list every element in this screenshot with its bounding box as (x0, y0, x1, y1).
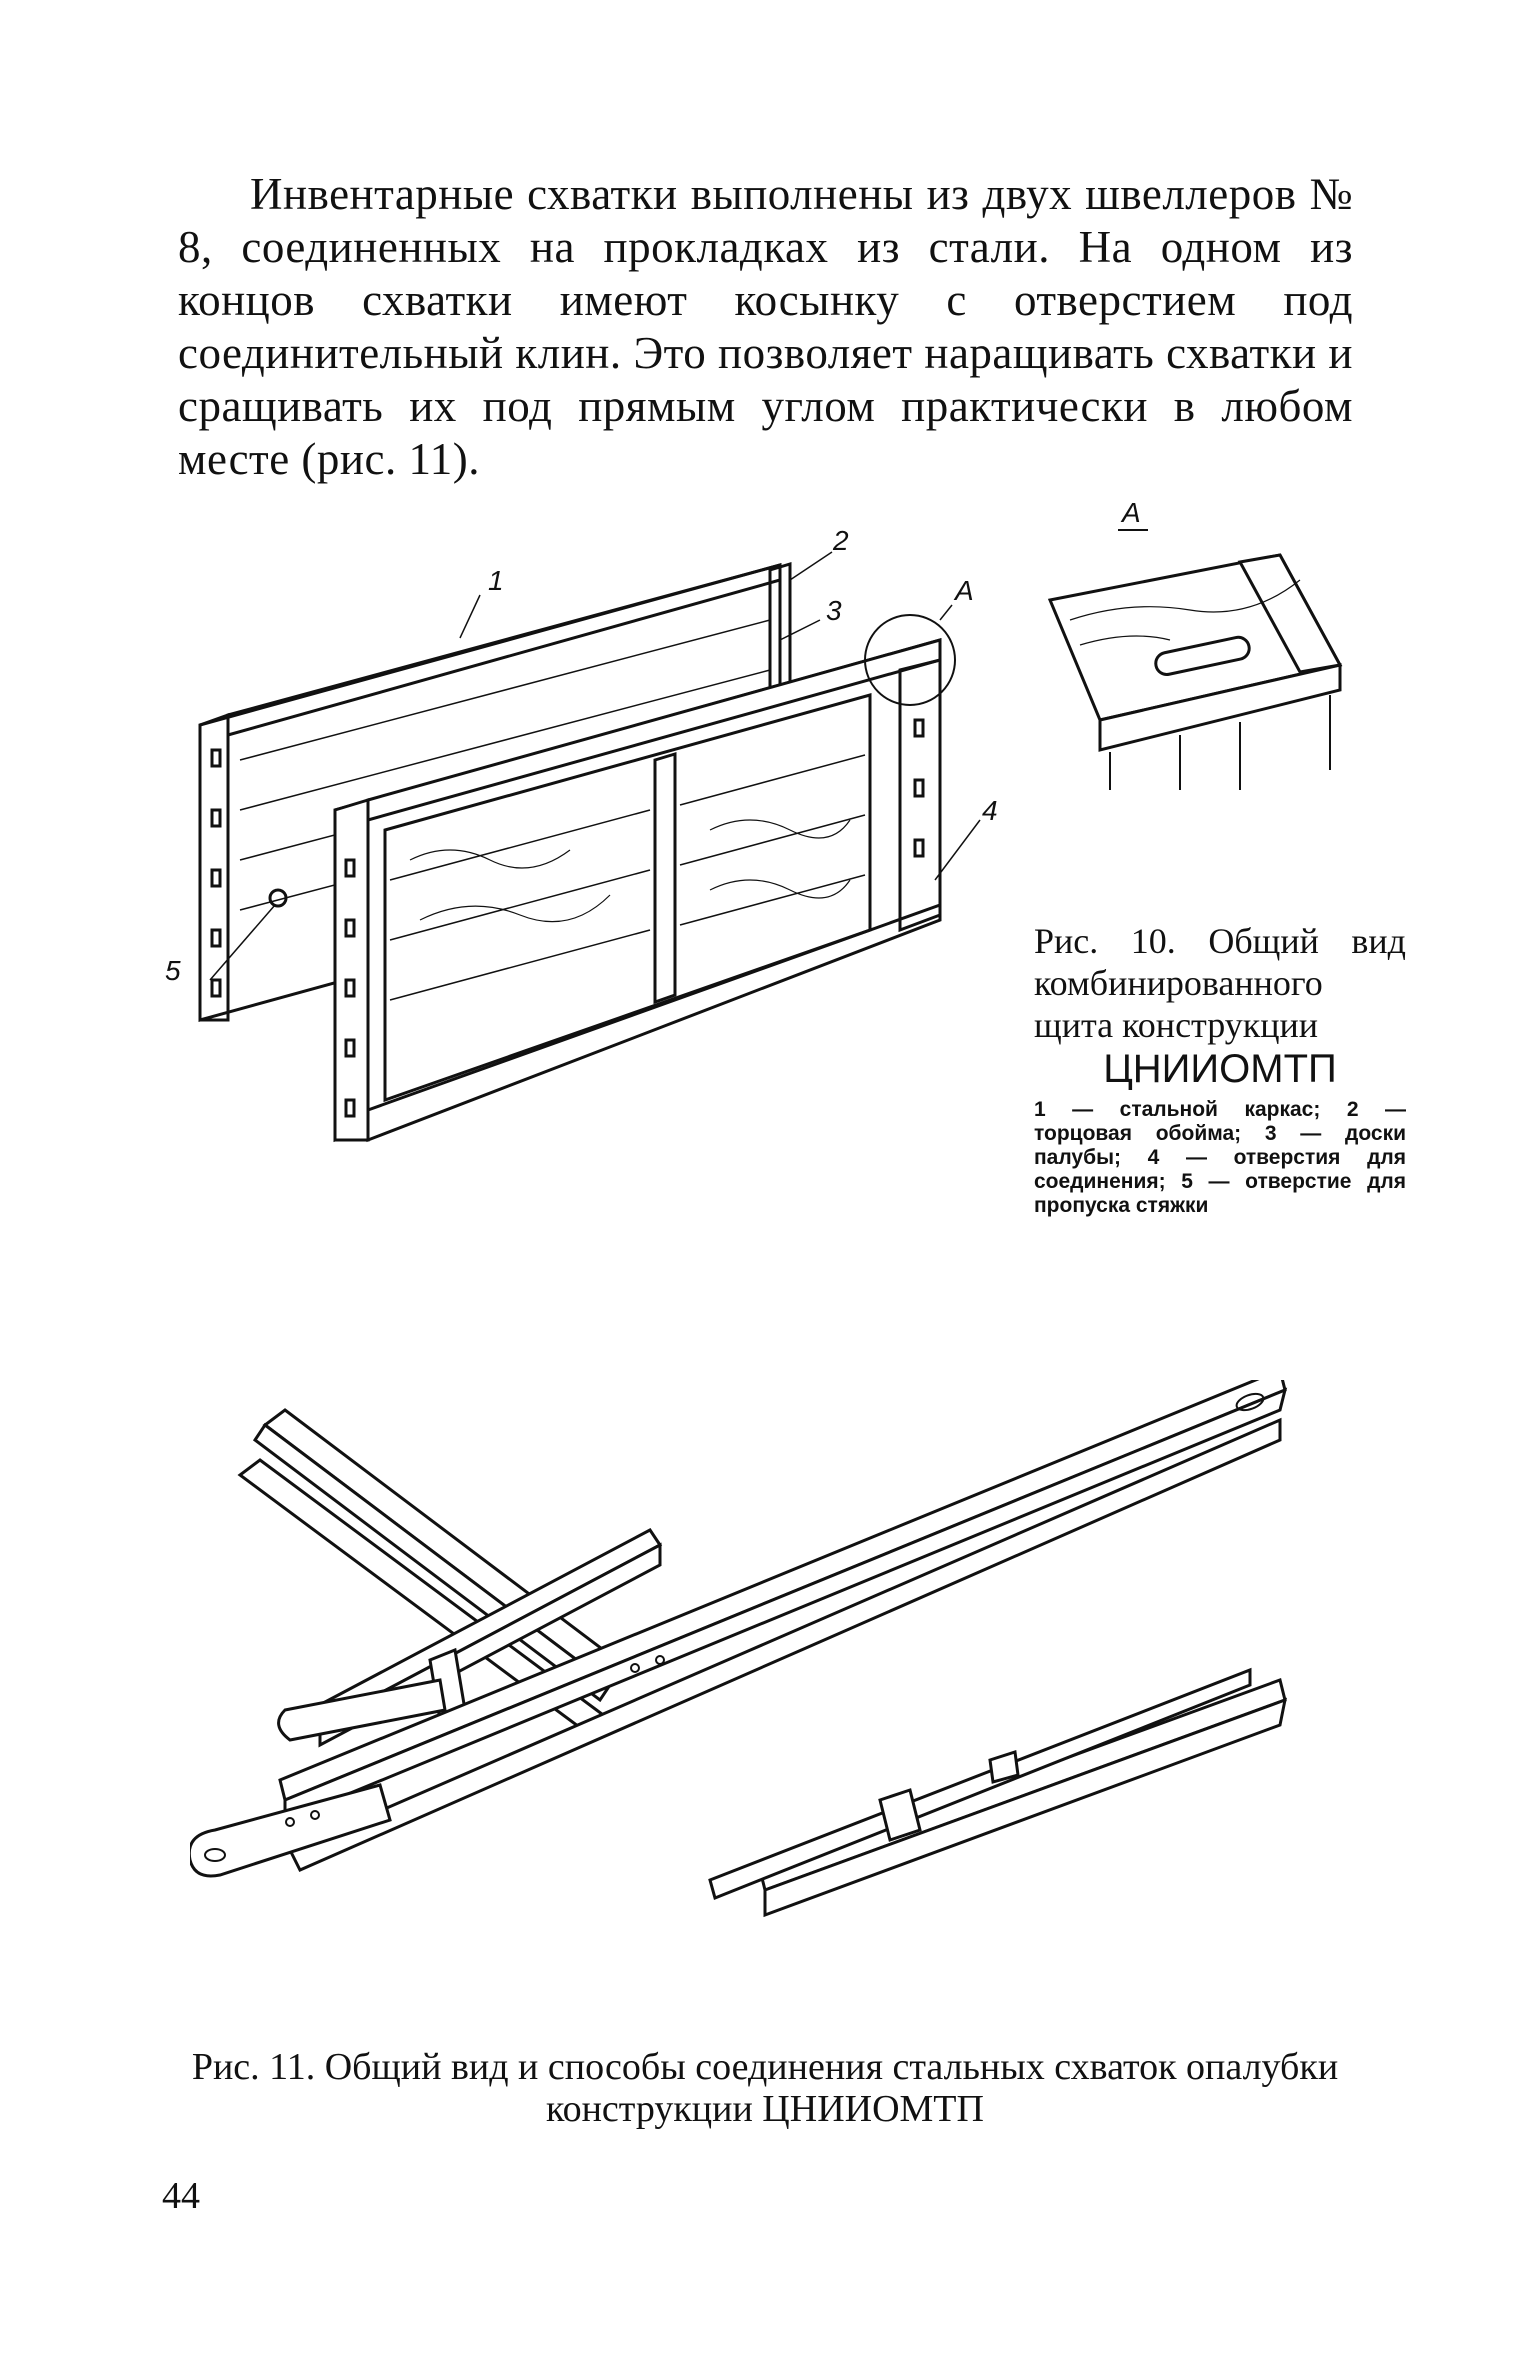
fig10-label-a: A (953, 575, 974, 606)
detail-a-title: A (1120, 497, 1141, 528)
figure10-caption-legend: 1 — стальной каркас; 2 — торцовая обойма… (1034, 1098, 1406, 1217)
detail-a-illustration: A (1047, 497, 1343, 790)
figure10-caption: Рис. 10. Общий вид комбинированного щита… (1034, 920, 1406, 1218)
figure10-drawing: 1 2 3 A 4 5 (150, 520, 1010, 1160)
fig10-label-5: 5 (165, 955, 181, 986)
figure10-detail-a: A (1040, 490, 1400, 810)
fig10-label-2: 2 (832, 525, 849, 556)
figure11-caption: Рис. 11. Общий вид и способы соединения … (191, 2046, 1339, 2130)
figure10-caption-title: Рис. 10. Общий вид комбинированного щита… (1034, 921, 1406, 1045)
fig10-label-4: 4 (982, 795, 998, 826)
fig10-label-3: 3 (826, 595, 842, 626)
fig10-label-1: 1 (488, 565, 504, 596)
body-paragraph: Инвентарные схватки выполнены из двух шв… (178, 168, 1353, 486)
figure10-caption-org: ЦНИИОМТП (1103, 1047, 1337, 1091)
body-text: Инвентарные схватки выполнены из двух шв… (178, 169, 1353, 484)
formwork-panel-illustration: 1 2 3 A 4 5 (165, 525, 998, 1143)
steel-clamps-illustration (190, 1380, 1288, 1918)
page-number: 44 (162, 2175, 200, 2217)
figure11-drawing (190, 1380, 1320, 1980)
